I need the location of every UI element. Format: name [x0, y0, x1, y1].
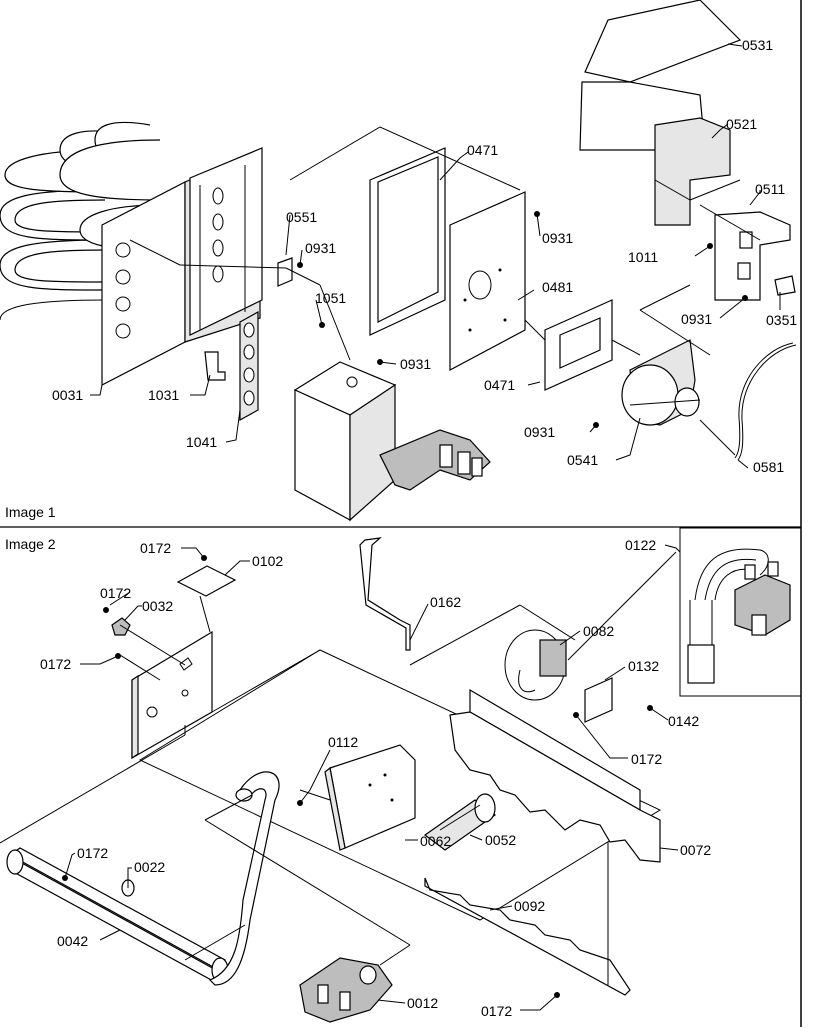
diagram-frame [0, 0, 802, 1027]
label-0172-e: 0172 [77, 845, 108, 861]
panel-caption-image-1: Image 1 [5, 504, 56, 520]
label-0471-a: 0471 [467, 142, 498, 158]
label-0032: 0032 [142, 598, 173, 614]
label-0172-c: 0172 [40, 656, 71, 672]
top-panel [584, 0, 742, 83]
label-0112: 0112 [328, 734, 358, 750]
label-1041: 1041 [186, 434, 217, 450]
alignment-lines-2 [0, 551, 677, 985]
inshot-burner-strip [239, 310, 259, 422]
label-0351: 0351 [766, 312, 797, 328]
label-0511: 0511 [755, 181, 785, 197]
label-0931-b: 0931 [542, 230, 573, 246]
right-end-plate [324, 744, 416, 851]
alignment-lines-1 [129, 126, 761, 456]
label-0481: 0481 [542, 279, 573, 295]
inducer-gasket [544, 299, 613, 391]
burner-box [293, 361, 491, 522]
access-cover [176, 565, 237, 597]
label-0162: 0162 [430, 594, 461, 610]
small-bracket [204, 351, 226, 381]
limit-switch [111, 617, 131, 636]
vent-hood [654, 117, 731, 226]
panel-caption-image-2: Image 2 [5, 536, 56, 552]
label-0062: 0062 [420, 833, 451, 849]
gasket-frame [369, 147, 446, 336]
label-0521: 0521 [726, 116, 757, 132]
burner-rack-outline [138, 649, 662, 921]
label-0931-e: 0931 [524, 424, 555, 440]
label-0022: 0022 [134, 859, 165, 875]
label-0172-d: 0172 [631, 751, 662, 767]
cover-plate [277, 257, 293, 287]
gas-tube [359, 537, 411, 651]
small-clip [774, 275, 796, 296]
label-0931-c: 0931 [305, 240, 336, 256]
panel-image-1: 0531 0521 0511 1011 0931 0351 0471 0931 … [0, 0, 797, 522]
panel-image-2: 0172 0102 0172 0032 0172 0162 0122 0082 … [0, 527, 802, 1023]
label-0931-d: 0931 [400, 356, 431, 372]
label-1051: 1051 [315, 290, 346, 306]
inducer-blower [621, 339, 701, 426]
pressure-switch-bracket [714, 211, 791, 301]
gas-manifold-pipe [6, 771, 280, 986]
heat-shield-strip [424, 877, 631, 996]
label-0471-b: 0471 [484, 377, 515, 393]
label-0531: 0531 [742, 37, 773, 53]
label-0012: 0012 [407, 995, 438, 1011]
collector-plate [449, 191, 526, 371]
label-0072: 0072 [680, 842, 711, 858]
heat-exchanger [0, 121, 263, 386]
sensor-bracket [584, 677, 613, 723]
leader-lines-2 [64, 544, 681, 1011]
label-0042: 0042 [57, 933, 88, 949]
label-1031: 1031 [148, 387, 179, 403]
leader-lines-1 [90, 43, 781, 469]
label-0052: 0052 [485, 832, 516, 848]
label-0082: 0082 [583, 623, 614, 639]
label-1011: 1011 [628, 249, 658, 265]
label-0092: 0092 [514, 898, 545, 914]
pressure-hose [737, 344, 797, 461]
label-0132: 0132 [628, 658, 659, 674]
label-0172-a: 0172 [140, 540, 171, 556]
label-0031: 0031 [52, 387, 83, 403]
gas-valve-lower [299, 957, 393, 1023]
gas-valve [687, 548, 791, 684]
label-0172-b: 0172 [100, 585, 131, 601]
inshot-burner [423, 793, 497, 851]
label-0172-f: 0172 [481, 1003, 512, 1019]
label-0551: 0551 [286, 209, 317, 225]
label-0581: 0581 [753, 459, 784, 475]
inset-box [679, 527, 802, 697]
left-side-panel [131, 630, 213, 760]
label-0102: 0102 [252, 553, 283, 569]
label-0931-a: 0931 [681, 311, 712, 327]
ignitor [504, 629, 567, 701]
manifold-bracket [449, 688, 661, 863]
label-0541: 0541 [567, 452, 598, 468]
label-0142: 0142 [668, 713, 699, 729]
label-0122: 0122 [625, 537, 656, 553]
